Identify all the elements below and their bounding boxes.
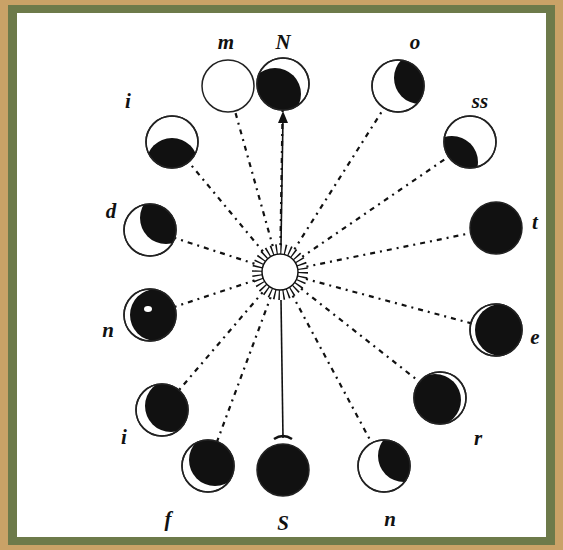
phase-letter: n [102, 320, 114, 341]
north-arrow [281, 116, 283, 245]
sun-symbol [253, 245, 307, 299]
phase-letter: i [121, 427, 127, 448]
phase-letter: N [275, 32, 290, 53]
phase-letter: d [106, 201, 117, 222]
south-bar [274, 436, 292, 439]
phase-letter: S [277, 513, 289, 534]
phase-letter: i [125, 91, 131, 112]
phase-letter: f [165, 509, 172, 530]
phase-letter: o [410, 32, 421, 53]
south-line [281, 300, 283, 438]
phase-letter: r [474, 428, 482, 449]
phase-letter: e [530, 327, 539, 348]
dotted-rays [150, 84, 496, 466]
phase-letter: ss [472, 91, 488, 112]
moons [124, 52, 527, 496]
phase-letter: m [218, 32, 234, 53]
phase-letter: n [384, 509, 396, 530]
arrow-head [278, 111, 288, 123]
phase-letter: t [532, 212, 538, 233]
